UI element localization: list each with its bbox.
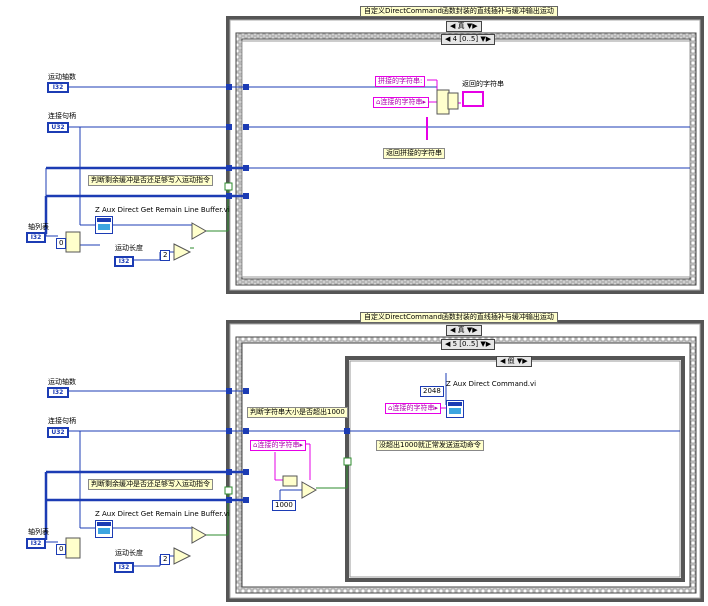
const-2048[interactable]: 2048 — [420, 386, 444, 397]
motion-length-control-2[interactable]: I32 — [114, 562, 134, 573]
vi-buffer-label: Z Aux Direct Get Remain Line Buffer.vi — [95, 206, 230, 214]
string-linked-local[interactable]: ⌂连接的字符串▸ — [373, 97, 429, 108]
sequence-selector-2[interactable]: ◀ 5 [0..5] ▼▶ — [441, 339, 496, 350]
axis-count-control[interactable]: I32 — [47, 82, 69, 93]
label-handle-2: 连接句柄 — [48, 417, 76, 425]
const-zero[interactable]: 0 — [56, 238, 67, 249]
const-two-2[interactable]: 2 — [160, 554, 171, 565]
case-structure-frame — [226, 16, 704, 294]
case-selector-value-2: 真 — [457, 326, 465, 334]
const-zero-2[interactable]: 0 — [56, 544, 67, 555]
build-array-node — [447, 92, 459, 110]
axis-count-control-2[interactable]: I32 — [47, 387, 69, 398]
vi-buffer-icon[interactable] — [95, 216, 113, 234]
concat-strings-node — [436, 89, 450, 115]
sequence-selector-1[interactable]: ◀ 4 [0..5] ▼▶ — [441, 34, 496, 45]
sequence-selector-value-2: 5 [0..5] — [452, 340, 479, 348]
case-title-1: 自定义DirectCommand函数封装的直线插补与缓冲输出运动 — [360, 6, 558, 17]
vi-command-label: Z Aux Direct Command.vi — [446, 380, 537, 388]
greater-than-node-3 — [173, 547, 192, 565]
label-axis-count: 运动轴数 — [48, 73, 76, 81]
inner-case-selector[interactable]: ◀ 假 ▼▶ — [496, 356, 532, 367]
index-array-node — [65, 231, 81, 253]
note-buffer-check-2: 判断剩余缓冲是否还足够写入运动指令 — [88, 479, 213, 490]
const-two[interactable]: 2 — [160, 250, 171, 261]
index-array-node-2 — [65, 537, 81, 559]
handle-control-2[interactable]: U32 — [47, 427, 69, 438]
string-linked-text: 连接的字符串 — [380, 98, 423, 106]
vi-buffer-label-2: Z Aux Direct Get Remain Line Buffer.vi — [95, 510, 230, 518]
label-axis-list: 轴列表 — [28, 223, 49, 231]
string-linked-text-2: 连接的字符串 — [257, 441, 300, 449]
greater-than-node-2 — [191, 222, 208, 240]
string-linked-local-2[interactable]: ⌂连接的字符串▸ — [250, 440, 306, 451]
label-axis-count-2: 运动轴数 — [48, 378, 76, 386]
axis-list-control-2[interactable]: I32 — [26, 538, 46, 549]
label-return-string: 返回的字符串 — [462, 80, 504, 88]
case-selector-value: 真 — [457, 22, 465, 30]
label-handle: 连接句柄 — [48, 112, 76, 120]
vi-command-icon[interactable] — [446, 400, 464, 418]
const-1000[interactable]: 1000 — [272, 500, 296, 511]
note-exceed-check: 没超出1000就正常发送运动命令 — [376, 440, 484, 451]
axis-list-control[interactable]: I32 — [26, 232, 46, 243]
return-string-indicator[interactable] — [462, 91, 484, 107]
note-size-check: 判断字符串大小是否超出1000 — [247, 407, 348, 418]
sequence-selector-value: 4 [0..5] — [452, 35, 479, 43]
label-axis-list-2: 轴列表 — [28, 528, 49, 536]
label-motion-length: 运动长度 — [115, 244, 143, 252]
string-length-node — [282, 475, 298, 487]
greater-than-node-5 — [301, 481, 318, 499]
handle-control[interactable]: U32 — [47, 122, 69, 133]
motion-length-control[interactable]: I32 — [114, 256, 134, 267]
greater-than-node — [173, 243, 192, 261]
case-title-2: 自定义DirectCommand函数封装的直线插补与缓冲输出运动 — [360, 312, 558, 323]
greater-than-node-4 — [191, 526, 208, 544]
vi-buffer-icon-2[interactable] — [95, 520, 113, 538]
string-linked-local-3[interactable]: ⌂连接的字符串▸ — [385, 403, 441, 414]
label-motion-length-2: 运动长度 — [115, 549, 143, 557]
note-buffer-check: 判断剩余缓冲是否还足够写入运动指令 — [88, 175, 213, 186]
case-selector-1[interactable]: ◀ 真 ▼▶ — [446, 21, 482, 32]
inner-case-value: 假 — [507, 357, 515, 365]
note-return-string: 返回拼接的字符串 — [383, 148, 445, 159]
case-selector-2[interactable]: ◀ 真 ▼▶ — [446, 325, 482, 336]
string-linked-text-3: 连接的字符串 — [392, 404, 435, 412]
string-concat-const[interactable]: 拼接的字符串: — [375, 76, 426, 87]
